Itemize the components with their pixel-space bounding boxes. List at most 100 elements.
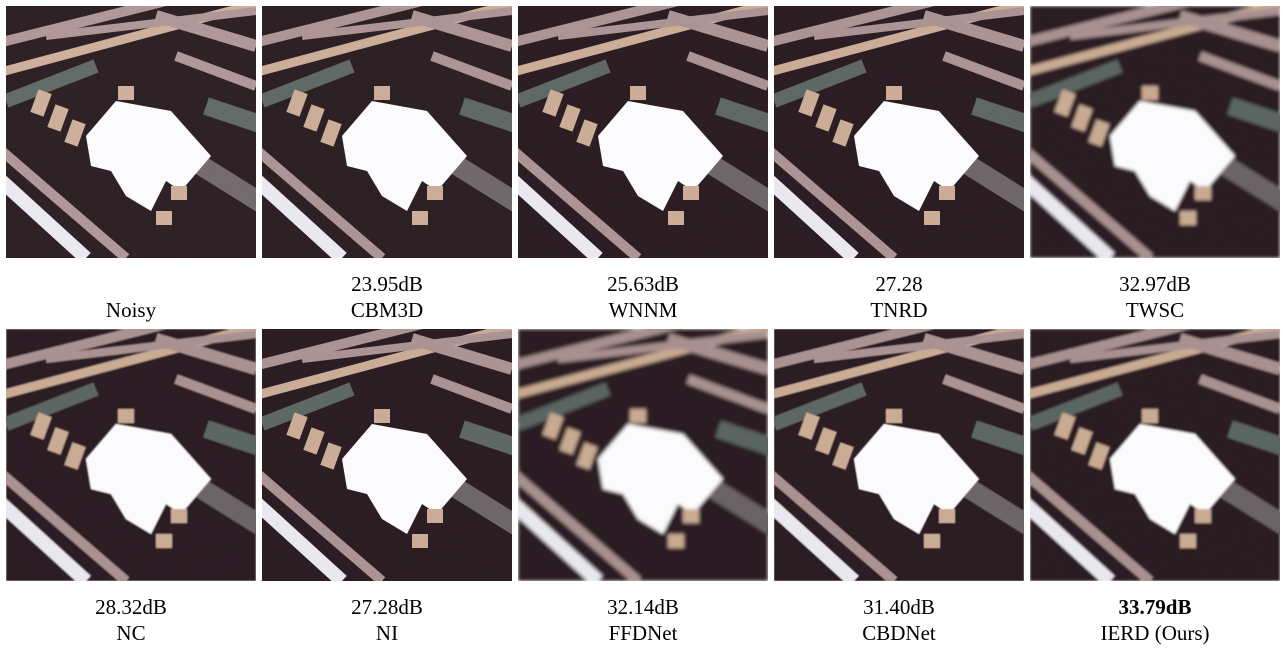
psnr-value: 28.32dB [95,595,167,619]
scene-tab [1180,534,1196,548]
scene-bar [1030,6,1280,76]
scene-white-patch [598,424,723,534]
panel-ffdnet: 32.14dB FFDNet [518,329,768,649]
panel-image [6,329,256,581]
scene-image [1030,329,1280,581]
scene-bar [1198,374,1280,414]
panel-twsc: 32.97dB TWSC [1030,6,1280,326]
scene-bar [1030,148,1154,258]
scene-bar [518,329,679,370]
scene-bar [1227,420,1280,456]
scene-tab [1054,412,1076,440]
panel-caption: 32.97dB TWSC [1030,271,1280,323]
panel-cbdnet: 31.40dB CBDNet [774,329,1024,649]
scene-tab [1088,119,1110,147]
scene-tab [1142,409,1158,423]
scene-bar [518,329,768,399]
panel-image [518,6,768,258]
scene-tab [1071,104,1093,132]
scene-tab [630,409,646,423]
panel-wnnm: 25.63dB WNNM [518,6,768,326]
scene-white-patch [1110,424,1235,534]
scene-tab [542,412,564,440]
psnr-value: 25.63dB [607,272,679,296]
scene-image [262,6,512,258]
method-name: CBM3D [350,298,424,322]
panel-caption: 27.28 TNRD [774,271,1024,323]
scene-bar [1069,330,1280,363]
method-name: TNRD [870,298,928,322]
scene-white-patch [1110,101,1235,211]
panel-ni: 27.28dB NI [262,329,512,649]
scene-bar [715,420,768,456]
psnr-value: 32.14dB [607,595,679,619]
noise-overlay [518,6,768,258]
panel-caption: 25.63dB WNNM [518,271,768,323]
panel-image [774,329,1024,581]
scene-bar [1227,97,1280,133]
noise-overlay [262,6,512,258]
method-name: WNNM [608,298,678,322]
psnr-value [6,271,256,297]
psnr-value: 32.97dB [1119,272,1191,296]
panel-caption: 31.40dB CBDNet [774,594,1024,646]
scene-image [1030,6,1280,258]
noise-overlay [6,329,256,581]
figure-grid: Noisy 23.95dB CBM3D 25.63dB WNNM 27.28 T… [6,6,1283,652]
scene-image [774,6,1024,258]
scene-bar [518,498,603,581]
scene-bar [1030,382,1123,431]
scene-bar [1030,329,1191,370]
scene-tab [1088,442,1110,470]
panel-tnrd: 27.28 TNRD [774,6,1024,326]
scene-bar [1030,471,1154,581]
scene-bar [686,374,768,414]
scene-tab [668,534,684,548]
scene-tab [683,509,699,523]
noise-overlay [774,329,1024,581]
psnr-value: 23.95dB [351,272,423,296]
scene-bar [666,333,768,375]
panel-caption: 23.95dB CBM3D [262,271,512,323]
method-name: CBDNet [862,621,936,645]
scene-tab [1195,509,1211,523]
panel-caption: 32.14dB FFDNet [518,594,768,646]
row-bottom: 28.32dB NC 27.28dB NI 32.14dB FFDNet 31.… [6,329,1283,649]
panel-caption: 33.79dB IERD (Ours) [1030,594,1280,646]
noise-overlay [262,329,512,581]
scene-bar [1069,7,1280,40]
panel-noisy: Noisy [6,6,256,326]
row-top: Noisy 23.95dB CBM3D 25.63dB WNNM 27.28 T… [6,6,1283,326]
scene-tab [1054,89,1076,117]
panel-caption: 28.32dB NC [6,594,256,646]
panel-image [774,6,1024,258]
scene-bar [1198,51,1280,91]
scene-bar [1030,175,1115,258]
psnr-value: 27.28 [875,272,923,296]
scene-bar [1030,59,1123,108]
scene-bar [1030,6,1191,47]
panel-nc: 28.32dB NC [6,329,256,649]
scene-tab [559,427,581,455]
panel-image [518,329,768,581]
psnr-value: 27.28dB [351,595,423,619]
panel-image [6,6,256,258]
panel-image [262,6,512,258]
panel-caption: 27.28dB NI [262,594,512,646]
scene-bar [518,471,642,581]
scene-tab [1071,427,1093,455]
psnr-value: 31.40dB [863,595,935,619]
noise-overlay [1030,6,1280,258]
noise-overlay [6,6,256,258]
method-name: TWSC [1125,298,1185,322]
panel-caption: Noisy [6,271,256,323]
scene-image [6,329,256,581]
scene-image [774,329,1024,581]
method-name: FFDNet [608,621,678,645]
scene-bar [1030,498,1115,581]
scene-bar [1178,333,1280,375]
method-name: NI [375,621,399,645]
scene-bar [1030,329,1280,399]
scene-bar [1178,10,1280,52]
panel-image [1030,6,1280,258]
